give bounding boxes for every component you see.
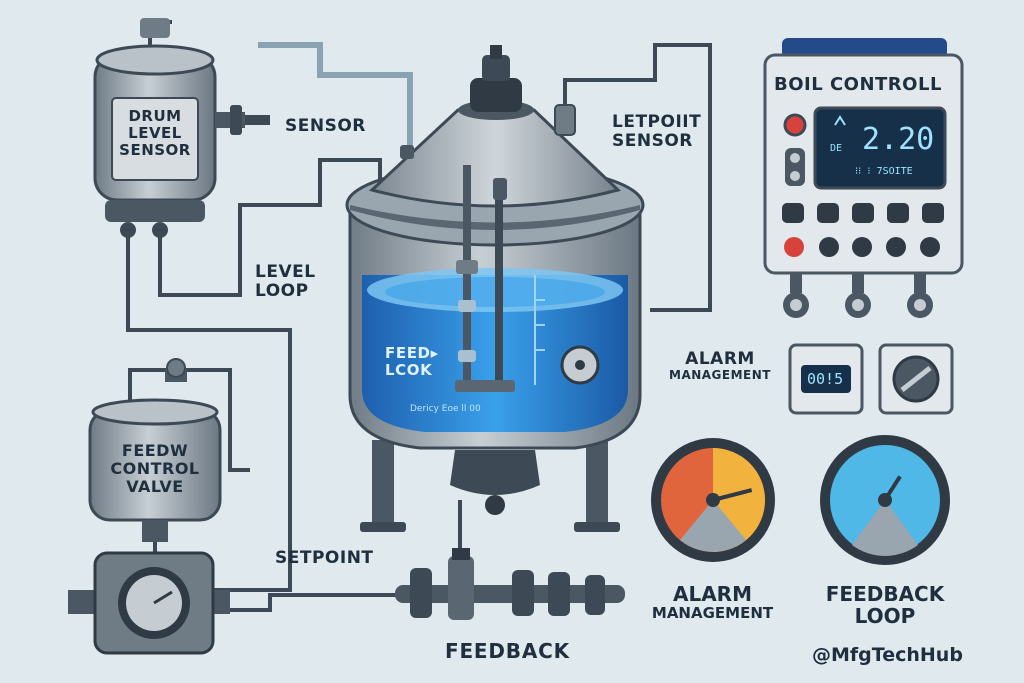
feedback-manifold — [395, 548, 625, 620]
controller-title: BOIL CONTROLL — [774, 74, 942, 95]
alarm-large-line-2: MANAGEMENT — [651, 604, 774, 622]
feedw-valve-line-2: CONTROL — [110, 458, 200, 478]
pipe-top-lid — [258, 42, 413, 150]
setpoint-sensor-label: LETPOIIT SENSOR — [612, 113, 701, 150]
alarm-large-line-1: ALARM — [672, 582, 752, 606]
controller-display-value: 2.20 — [862, 122, 935, 157]
feedwater-valve-label: FEEDW CONTROL VALVE — [92, 442, 218, 496]
feedback-loop-gauge — [820, 435, 950, 565]
tank-tag-label: Dericy Eoe ll 00 — [410, 404, 481, 414]
alarm-small-line-1: ALARM — [685, 349, 755, 369]
setpoint-sensor-line-1: LETPOIIT — [612, 112, 702, 132]
level-loop-line-1: LEVEL — [255, 262, 316, 282]
pipe-setpoint — [215, 593, 420, 612]
feed-look-label: FEED▸ LCOK — [385, 345, 439, 378]
level-loop-label: LEVEL LOOP — [255, 263, 316, 300]
feed-look-line-1: FEED▸ — [385, 344, 439, 362]
pipe-lid-to-controller — [563, 43, 712, 312]
feedw-valve-line-3: VALVE — [126, 476, 184, 496]
alarm-management-small-label: ALARM MANAGEMENT — [660, 350, 780, 382]
boiler-controller — [763, 38, 964, 318]
pipe-valve-top — [128, 368, 250, 472]
pipe-drum-down — [126, 230, 292, 592]
alarm-management-large-label: ALARM MANAGEMENT — [640, 583, 785, 622]
pipe-network — [126, 20, 712, 612]
boiler-drum-tank — [345, 45, 645, 532]
drum-sensor-line-2: LEVEL — [128, 123, 182, 142]
level-loop-line-2: LOOP — [255, 280, 309, 301]
alarm-management-gauge — [651, 438, 775, 562]
controller-display-bottom: ⁝⁝ ⁝ 7SOITE — [855, 166, 913, 177]
feedback-loop-line-1: FEEDBACK — [825, 582, 945, 606]
alarm-small-line-2: MANAGEMENT — [669, 367, 771, 382]
watermark: @MfgTechHub — [812, 644, 963, 666]
feedwater-control-valve — [88, 358, 222, 542]
drum-sensor-line-1: DRUM — [128, 107, 182, 125]
setpoint-sensor-line-2: SENSOR — [612, 130, 693, 151]
controller-display-left: DE — [830, 143, 843, 154]
feedback-loop-line-2: LOOP — [854, 604, 916, 628]
drum-sensor-line-3: SENSOR — [119, 140, 191, 159]
alarm-display-value: 00!5 — [807, 370, 844, 388]
feedback-loop-label: FEEDBACK LOOP — [815, 583, 955, 627]
drum-level-sensor-label: DRUM LEVEL SENSOR — [112, 108, 198, 158]
drum-level-sensor — [93, 18, 270, 238]
feedw-valve-line-1: FEEDW — [121, 441, 189, 460]
feed-look-line-2: LCOK — [385, 360, 433, 379]
sensor-label: SENSOR — [285, 116, 366, 136]
valve-actuator — [68, 551, 230, 655]
setpoint-label: SETPOINT — [275, 548, 374, 568]
alarm-modules — [788, 343, 954, 415]
feedback-label: FEEDBACK — [445, 639, 570, 663]
pipe-drum-to-loop — [158, 158, 382, 297]
